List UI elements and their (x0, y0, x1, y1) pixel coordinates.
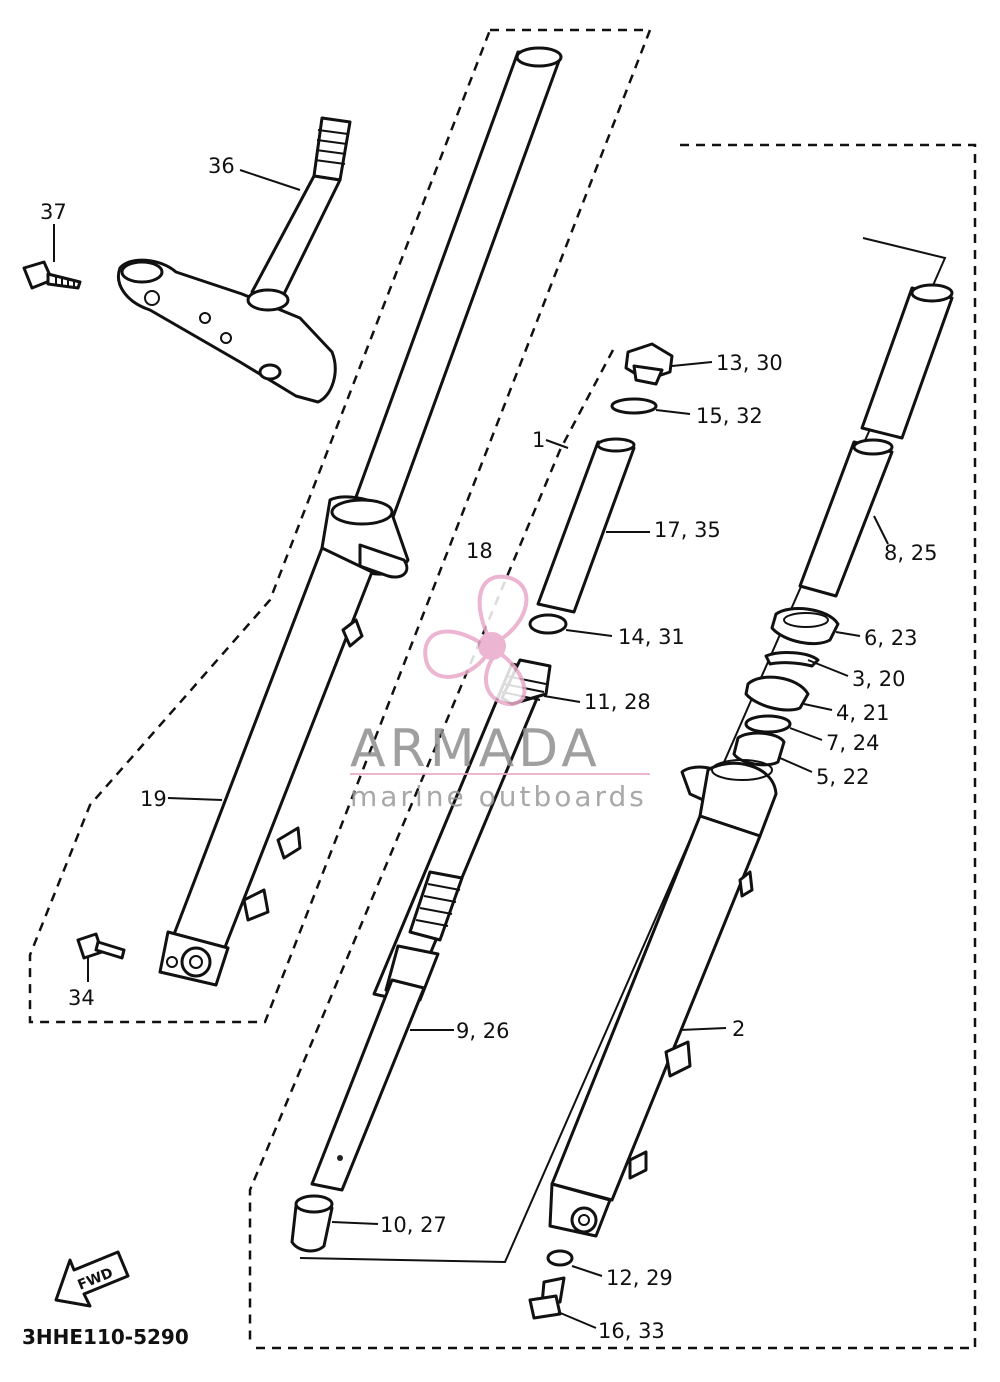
watermark-brand: ARMADA (350, 719, 601, 779)
callout-12-29: 12, 29 (606, 1266, 673, 1290)
left-fork-tube-19 (158, 46, 563, 987)
callout-14-31: 14, 31 (618, 625, 685, 649)
o-ring-15 (610, 397, 658, 415)
watermark-tagline: marine outboards (350, 780, 647, 813)
right-assembly-boundary (250, 143, 977, 1350)
watermark-divider (350, 773, 650, 775)
callout-labels: 36 37 19 34 1 18 13, 30 15, 32 17, 35 14… (40, 154, 937, 1343)
callout-37: 37 (40, 200, 67, 224)
propeller-logo-icon (423, 574, 529, 707)
callout-9-26: 9, 26 (456, 1019, 509, 1043)
washer-14 (528, 613, 568, 635)
forward-arrow-icon: FWD (54, 1250, 130, 1308)
bolt-34 (76, 932, 126, 960)
clip-3 (764, 651, 820, 668)
drain-bolt-16 (528, 1276, 566, 1320)
callout-16-33: 16, 33 (598, 1319, 665, 1343)
callout-19: 19 (140, 787, 167, 811)
right-inner-group-outline (299, 237, 947, 1264)
left-assembly-boundary (28, 28, 652, 1024)
right-fork-tube-2 (548, 759, 778, 1238)
callout-17-35: 17, 35 (654, 518, 721, 542)
callout-8-25: 8, 25 (884, 541, 937, 565)
damper-rod-9 (310, 944, 440, 1192)
callout-3-20: 3, 20 (852, 667, 905, 691)
oil-lock-piece-10 (290, 1194, 334, 1253)
washer-12 (546, 1249, 574, 1267)
cap-bolt-13 (624, 342, 674, 386)
callout-11-28: 11, 28 (584, 690, 651, 714)
callout-13-30: 13, 30 (716, 351, 783, 375)
callout-6-23: 6, 23 (864, 626, 917, 650)
callout-5-22: 5, 22 (816, 765, 869, 789)
callout-4-21: 4, 21 (836, 701, 889, 725)
bushing-7 (744, 714, 792, 734)
inner-tube-8 (798, 283, 954, 598)
spacer-17 (536, 437, 636, 614)
drawing-code: 3HHE110-5290 (22, 1325, 189, 1349)
center-assembly-boundary (248, 349, 615, 1345)
pinch-bolt-37 (22, 260, 82, 290)
callout-2: 2 (732, 1017, 745, 1041)
callout-18: 18 (466, 539, 493, 563)
washer-4 (744, 675, 810, 712)
leader-lines (53, 169, 889, 1329)
steering-stem-part (117, 116, 352, 404)
callout-15-32: 15, 32 (696, 404, 763, 428)
callout-7-24: 7, 24 (826, 731, 879, 755)
callout-10-27: 10, 27 (380, 1213, 447, 1237)
callout-1: 1 (532, 428, 545, 452)
oil-seal-6 (770, 607, 840, 646)
callout-34: 34 (68, 986, 95, 1010)
callout-36: 36 (208, 154, 235, 178)
armada-watermark: ARMADA marine outboards (350, 574, 650, 813)
